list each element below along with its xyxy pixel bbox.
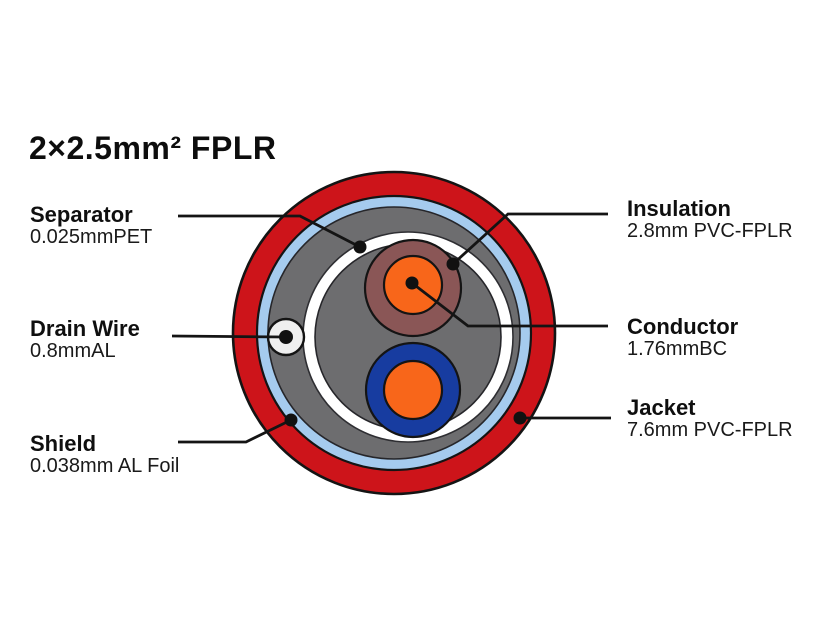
shield-leader-dot [284, 413, 298, 427]
callout-jacket-value: 7.6mm PVC-FPLR [627, 419, 793, 441]
conductor-leader-dot [405, 276, 419, 290]
callout-conductor: Conductor 1.76mmBC [627, 315, 738, 360]
callout-conductor-name: Conductor [627, 314, 739, 339]
page-title: 2×2.5mm² FPLR [29, 130, 277, 166]
callout-jacket: Jacket 7.6mm PVC-FPLR [627, 396, 793, 441]
jacket-leader-dot [513, 411, 527, 425]
callout-insulation-name: Insulation [627, 196, 731, 221]
insulation-leader-line [452, 212, 608, 266]
callout-shield-name: Shield [30, 431, 97, 456]
callout-drain-wire: Drain Wire 0.8mmAL [30, 317, 140, 362]
callout-separator: Separator 0.025mmPET [30, 203, 152, 248]
callout-jacket-name: Jacket [627, 395, 696, 420]
callout-shield-value: 0.038mm AL Foil [30, 455, 180, 477]
conductor-leader-line [411, 281, 608, 328]
shield-leader-line [178, 418, 292, 444]
callout-conductor-value: 1.76mmBC [627, 338, 728, 360]
conductor-bottom [382, 359, 444, 421]
callout-separator-name: Separator [30, 202, 133, 227]
drain-wire-core-dot [279, 330, 293, 344]
callout-insulation: Insulation 2.8mm PVC-FPLR [627, 197, 793, 242]
callout-drain-wire-value: 0.8mmAL [30, 340, 116, 362]
drain-wire-leader-line [171, 334, 287, 339]
callout-drain-wire-name: Drain Wire [30, 316, 140, 341]
callout-insulation-value: 2.8mm PVC-FPLR [627, 220, 793, 242]
callout-separator-value: 0.025mmPET [30, 226, 153, 248]
insulation-leader-dot [446, 257, 460, 271]
separator-leader-line [178, 214, 361, 249]
callout-shield: Shield 0.038mm AL Foil [30, 432, 179, 477]
separator-leader-dot [353, 240, 367, 254]
